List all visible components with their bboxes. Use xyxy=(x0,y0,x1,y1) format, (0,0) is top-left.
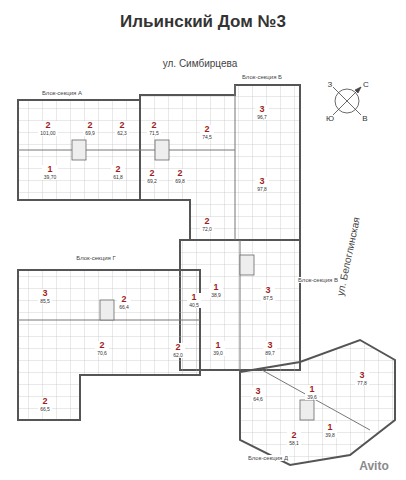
room-count: 2 xyxy=(202,125,212,134)
room-count: 2 xyxy=(40,397,50,406)
stair-core xyxy=(72,140,314,420)
room-count: 1 xyxy=(213,341,223,350)
compass-letter: С xyxy=(363,80,369,89)
apartment-area: 69,9 xyxy=(85,131,95,136)
compass-letter: З xyxy=(328,80,333,89)
apartment-mark: 139,6 xyxy=(305,385,319,400)
compass-letter: Ю xyxy=(326,114,334,123)
room-count: 2 xyxy=(175,169,185,178)
apartment-area: 72,0 xyxy=(202,227,212,232)
section-name: Блок-секция А xyxy=(41,90,83,96)
apartment-area: 61,8 xyxy=(113,175,123,180)
apartment-mark: 139,70 xyxy=(42,165,59,180)
apartment-mark: 364,6 xyxy=(251,387,265,402)
section-name: Блок-секция Б xyxy=(241,74,283,80)
building-outline xyxy=(18,85,395,465)
room-count: 2 xyxy=(202,217,212,226)
apartment-mark: 272,0 xyxy=(200,217,214,232)
street-name: ул. Белоглинская xyxy=(334,216,361,297)
apartment-mark: 139,8 xyxy=(323,423,337,438)
room-count: 2 xyxy=(117,121,127,130)
apartment-mark: 269,9 xyxy=(83,121,97,136)
apartment-mark: 387,5 xyxy=(261,286,275,301)
room-count: 3 xyxy=(253,387,263,396)
apartment-area: 77,8 xyxy=(357,381,367,386)
plan-title: Ильинский Дом №3 xyxy=(120,12,286,32)
apartment-area: 69,2 xyxy=(147,179,157,184)
apartment-mark: 262,0 xyxy=(171,343,185,358)
section-name: Блок-секция Г xyxy=(75,255,116,261)
room-count: 3 xyxy=(357,371,367,380)
apartment-mark: 274,5 xyxy=(200,125,214,140)
apartment-mark: 266,5 xyxy=(38,397,52,412)
watermark: Avito xyxy=(359,459,389,473)
apartment-area: 39,6 xyxy=(307,395,317,400)
room-count: 1 xyxy=(211,283,221,292)
room-count: 3 xyxy=(263,286,273,295)
room-count: 2 xyxy=(113,165,123,174)
apartment-area: 87,5 xyxy=(263,296,273,301)
compass-letter: В xyxy=(362,114,367,123)
apartment-area: 64,6 xyxy=(253,397,263,402)
apartment-mark: 139,0 xyxy=(211,341,225,356)
apartment-mark: 270,6 xyxy=(95,341,109,356)
apartment-mark: 269,8 xyxy=(173,169,187,184)
room-count: 2 xyxy=(289,431,299,440)
room-count: 2 xyxy=(40,121,55,130)
room-count: 2 xyxy=(97,341,107,350)
room-count: 1 xyxy=(325,423,335,432)
apartment-mark: 377,8 xyxy=(355,371,369,386)
room-count: 3 xyxy=(257,177,267,186)
apartment-area: 89,7 xyxy=(265,351,275,356)
apartment-area: 38,9 xyxy=(211,293,221,298)
apartment-area: 39,8 xyxy=(325,433,335,438)
apartment-mark: 269,2 xyxy=(145,169,159,184)
section-name: Блок-секция В xyxy=(297,277,339,283)
apartment-mark: 385,5 xyxy=(38,289,52,304)
apartment-area: 62,3 xyxy=(117,131,127,136)
room-count: 2 xyxy=(173,343,183,352)
apartment-area: 69,8 xyxy=(175,179,185,184)
room-count: 1 xyxy=(307,385,317,394)
apartment-mark: 266,4 xyxy=(117,295,131,310)
room-count: 3 xyxy=(257,105,267,114)
apartment-area: 62,0 xyxy=(173,353,183,358)
apartment-area: 74,5 xyxy=(202,135,212,140)
room-count: 1 xyxy=(44,165,57,174)
compass-rose xyxy=(333,87,361,115)
room-count: 2 xyxy=(149,121,159,130)
room-count: 2 xyxy=(85,121,95,130)
room-count: 2 xyxy=(119,295,129,304)
apartment-mark: 140,5 xyxy=(187,293,201,308)
room-count: 3 xyxy=(265,341,275,350)
apartment-area: 71,5 xyxy=(149,131,159,136)
street-name: ул. Симбирцева xyxy=(163,58,238,69)
apartment-area: 96,7 xyxy=(257,115,267,120)
apartment-mark: 138,9 xyxy=(209,283,223,298)
apartment-area: 66,4 xyxy=(119,305,129,310)
apartment-area: 39,0 xyxy=(213,351,223,356)
apartment-mark: 261,8 xyxy=(111,165,125,180)
apartment-area: 58,1 xyxy=(289,441,299,446)
section-name: Блок-секция Д xyxy=(247,455,289,461)
apartment-area: 97,8 xyxy=(257,187,267,192)
apartment-area: 39,70 xyxy=(44,175,57,180)
apartment-mark: 397,8 xyxy=(255,177,269,192)
room-count: 3 xyxy=(40,289,50,298)
apartment-area: 101,00 xyxy=(40,131,55,136)
apartment-mark: 2101,00 xyxy=(38,121,57,136)
corridor-lines xyxy=(18,85,370,430)
room-count: 2 xyxy=(147,169,157,178)
apartment-area: 85,5 xyxy=(40,299,50,304)
apartment-mark: 262,3 xyxy=(115,121,129,136)
apartment-mark: 258,1 xyxy=(287,431,301,446)
apartment-mark: 396,7 xyxy=(255,105,269,120)
room-count: 1 xyxy=(189,293,199,302)
apartment-mark: 271,5 xyxy=(147,121,161,136)
apartment-mark: 389,7 xyxy=(263,341,277,356)
apartment-area: 66,5 xyxy=(40,407,50,412)
apartment-area: 40,5 xyxy=(189,303,199,308)
apartment-area: 70,6 xyxy=(97,351,107,356)
